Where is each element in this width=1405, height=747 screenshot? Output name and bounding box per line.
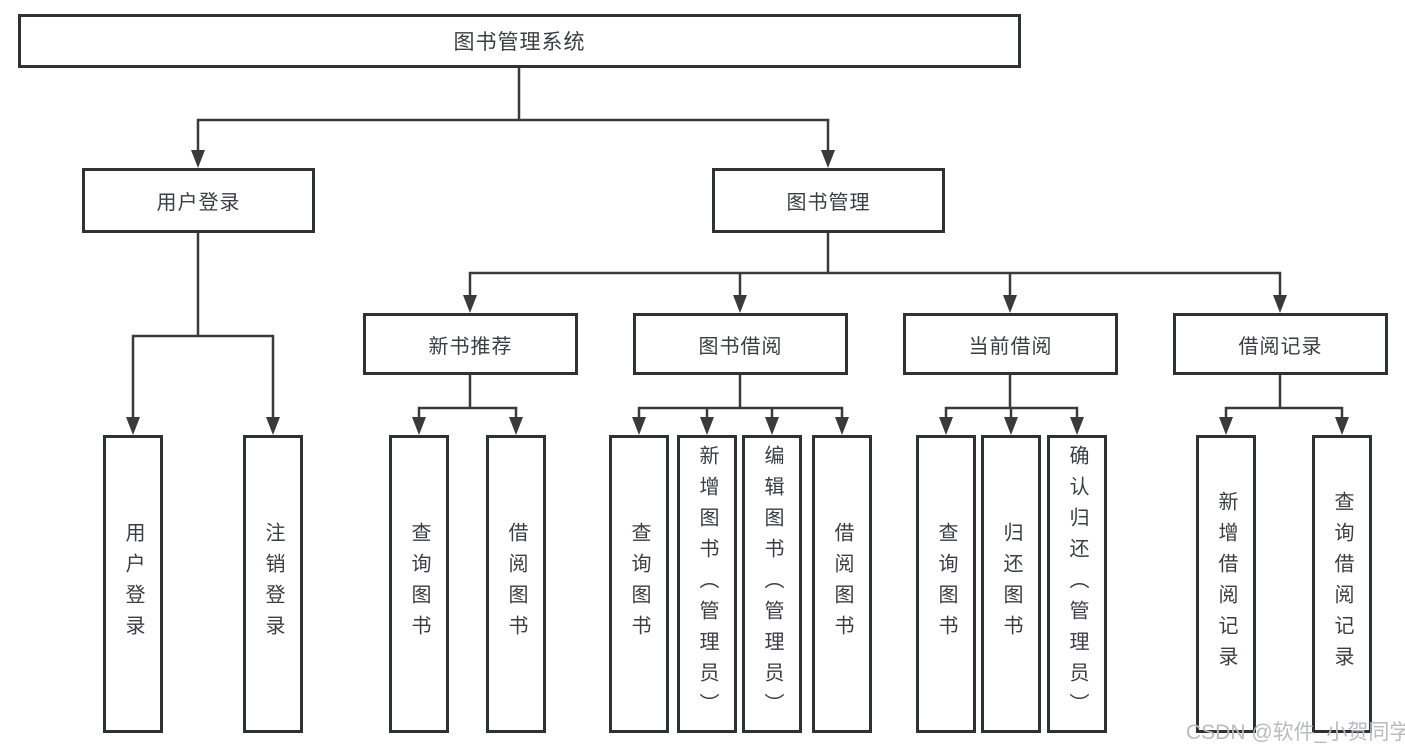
leaf-cb-return-book: 归还图书 <box>981 435 1041 733</box>
node-current-borrow: 当前借阅 <box>903 313 1118 375</box>
leaf-br-add-record: 新增借阅记录 <box>1196 435 1256 733</box>
leaf-bb-borrow-book: 借阅图书 <box>812 435 872 733</box>
leaf-bb-query-book-label: 查询图书 <box>628 522 650 646</box>
leaf-nb-query-book-label: 查询图书 <box>408 522 430 646</box>
leaf-br-add-record-label: 新增借阅记录 <box>1215 491 1237 677</box>
leaf-bb-edit-book-label: 编辑图书（管理员） <box>761 444 783 724</box>
node-library-system: 图书管理系统 <box>18 14 1021 68</box>
leaf-br-query-record-label: 查询借阅记录 <box>1331 491 1353 677</box>
csdn-watermark: CSDN @软件_小贺同学 <box>1186 721 1405 744</box>
node-borrow-record: 借阅记录 <box>1173 313 1388 375</box>
leaf-nb-borrow-book-label: 借阅图书 <box>505 522 527 646</box>
leaf-bb-add-book: 新增图书（管理员） <box>677 435 737 733</box>
node-book-management: 图书管理 <box>712 168 945 233</box>
leaf-cb-query-book-label: 查询图书 <box>935 522 957 646</box>
leaf-cb-confirm-return: 确认归还（管理员） <box>1047 435 1107 733</box>
leaf-nb-query-book: 查询图书 <box>389 435 449 733</box>
node-user-login: 用户登录 <box>82 168 315 233</box>
leaf-br-query-record: 查询借阅记录 <box>1312 435 1372 733</box>
leaf-bb-edit-book: 编辑图书（管理员） <box>742 435 802 733</box>
node-new-book-recommend: 新书推荐 <box>363 313 578 375</box>
leaf-bb-query-book: 查询图书 <box>609 435 669 733</box>
leaf-nb-borrow-book: 借阅图书 <box>486 435 546 733</box>
leaf-bb-borrow-book-label: 借阅图书 <box>831 522 853 646</box>
leaf-bb-add-book-label: 新增图书（管理员） <box>696 444 718 724</box>
node-book-borrow: 图书借阅 <box>633 313 848 375</box>
leaf-logout: 注销登录 <box>243 435 303 733</box>
leaf-logout-label: 注销登录 <box>262 522 284 646</box>
leaf-cb-return-book-label: 归还图书 <box>1000 522 1022 646</box>
leaf-cb-query-book: 查询图书 <box>916 435 976 733</box>
leaf-user-login: 用户登录 <box>103 435 163 733</box>
leaf-user-login-label: 用户登录 <box>122 522 144 646</box>
leaf-cb-confirm-return-label: 确认归还（管理员） <box>1066 444 1088 724</box>
